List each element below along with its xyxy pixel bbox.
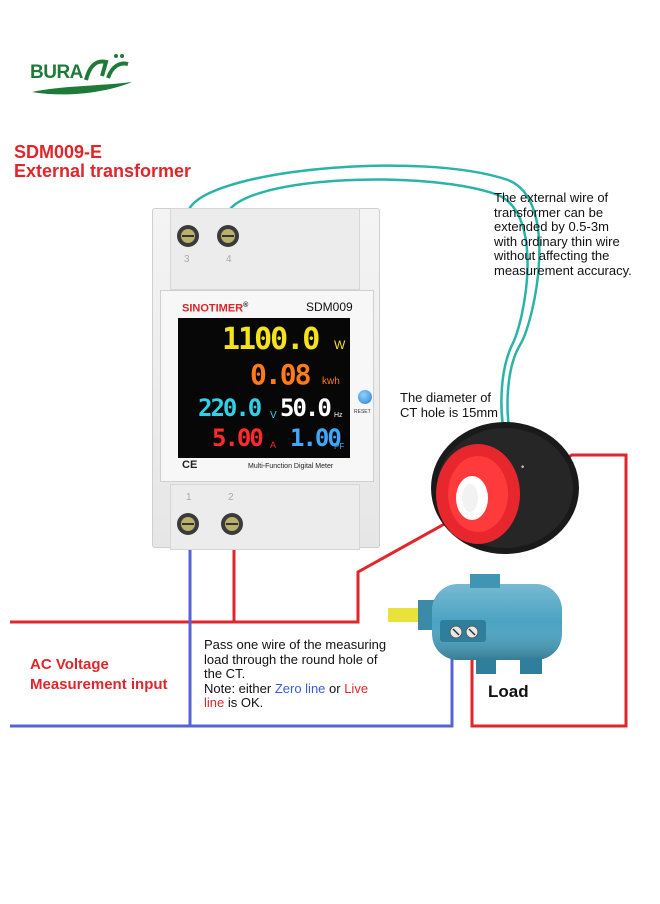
note-line: Pass one wire of the measuring [204,637,387,652]
note-line: Note: either Zero line or Live [204,680,386,697]
note-line: CT hole is 15mm [400,404,499,420]
current-transformer-ring: • [431,422,579,554]
note-line: transformer can be [494,204,604,220]
note-line: without affecting the [494,248,610,263]
terminal-2-label: 2 [228,492,234,503]
terminal-4-label: 4 [226,254,232,265]
ac-label-line: Measurement input [30,676,168,693]
ct-wire-2 [226,178,529,441]
meter-bottom-terminal-block [170,484,360,550]
note-line: measurement accuracy. [494,262,632,278]
zero-line-text: Zero line [274,680,326,696]
top-terminals [177,225,239,247]
registered-mark: ® [243,302,249,309]
current-reading: 5.00 [212,424,264,452]
current-unit: A [270,440,277,450]
note-line: The diameter of [400,390,492,405]
voltage-unit: V [270,410,277,421]
note-line: with ordinary thin wire [494,233,620,249]
power-reading: 1100.0 [222,322,320,357]
ct-hole-note: The diameter of CT hole is 15mm [400,390,499,420]
note-line: line is OK. [204,695,386,711]
meter-model: SDM009 [306,300,353,314]
live-text: Live [344,680,369,696]
terminal-1-label: 1 [186,492,192,503]
svg-text:•: • [520,463,525,473]
reset-button[interactable] [358,390,372,404]
ac-label-line: AC Voltage [30,656,109,673]
motor-illustration [388,574,562,674]
voltage-reading: 220.0 [198,394,262,422]
meter-top-terminal-block [170,208,360,290]
ce-mark: CE [182,459,198,471]
frequency-reading: 50.0 [280,394,332,422]
zero-wire-main [10,640,454,728]
power-factor-unit: PF [334,442,345,451]
power-unit: W [334,338,346,352]
wire-extension-note: The external wire of transformer can be … [494,190,632,278]
reset-label: RESET [354,409,371,415]
energy-unit: kwh [322,376,340,387]
note-suffix: is OK. [224,695,264,710]
frequency-unit: Hz [334,412,343,419]
meter-brand-text: SINOTIMER [182,302,244,315]
live-line-text: line [204,695,225,710]
logo-latin-text: BURA [30,62,83,83]
meter-brand: SINOTIMER® [182,302,248,315]
bura-logo [32,54,132,95]
bottom-terminals [177,513,243,535]
note-line: the CT. [204,666,246,681]
load-label: Load [488,682,529,701]
note-line: load through the round hole of [204,651,378,667]
or-text: or [325,680,345,696]
terminal-3-label: 3 [184,254,190,265]
note-prefix: Note: either [204,680,275,696]
pass-wire-note: Pass one wire of the measuring load thro… [204,637,387,711]
ac-voltage-label: AC Voltage Measurement input [30,655,168,695]
product-code-title: SDM009-E [14,142,103,162]
power-factor-reading: 1.00 [290,424,342,452]
energy-reading: 0.08 [250,358,311,391]
ct-wire-1 [186,164,541,441]
live-wire-main [10,453,628,728]
note-line: extended by 0.5-3m [494,219,609,234]
product-subtitle: External transformer [14,161,192,181]
meter-display: 1100.0 W 0.08 kwh 220.0 V 50.0 Hz 5.00 A… [178,318,350,458]
meter-footer-label: Multi-Function Digital Meter [248,463,334,470]
note-line: The external wire of [494,190,609,205]
